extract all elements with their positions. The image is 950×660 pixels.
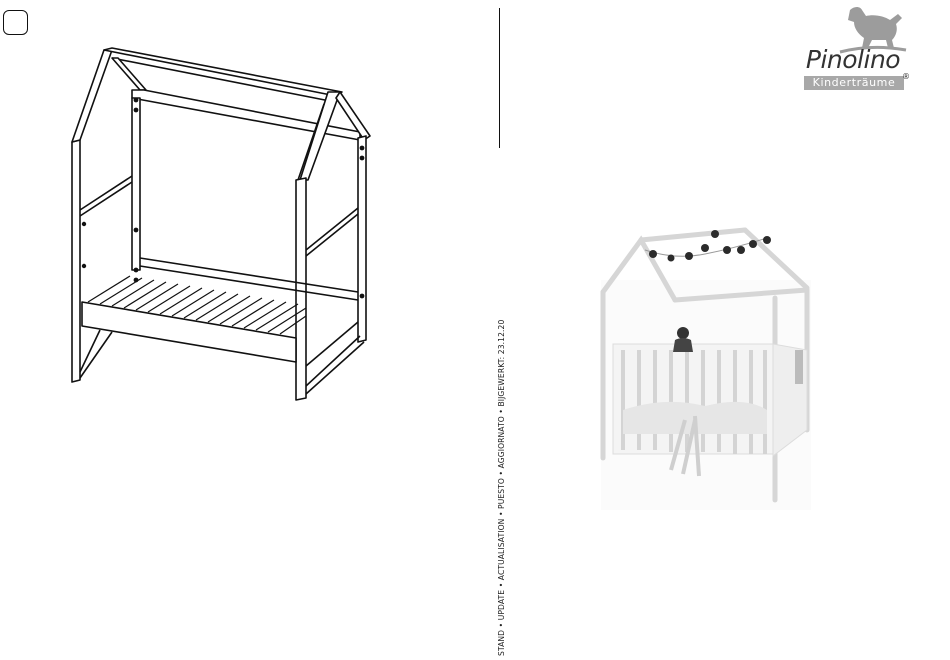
house-bed-photo <box>595 220 825 510</box>
page-divider <box>499 8 500 148</box>
step-number-box <box>3 10 28 35</box>
logo-tagline: Kinderträume <box>804 76 904 90</box>
version-stamp: STAND • UPDATE • ACTUALISATION • PUESTO … <box>497 320 506 656</box>
logo-registered-mark: ® <box>902 72 910 81</box>
logo-brand-name: Pinolino <box>798 45 908 74</box>
pinolino-logo: Pinolino Kinderträume ® <box>798 4 913 96</box>
house-bed-drawing <box>60 40 380 410</box>
